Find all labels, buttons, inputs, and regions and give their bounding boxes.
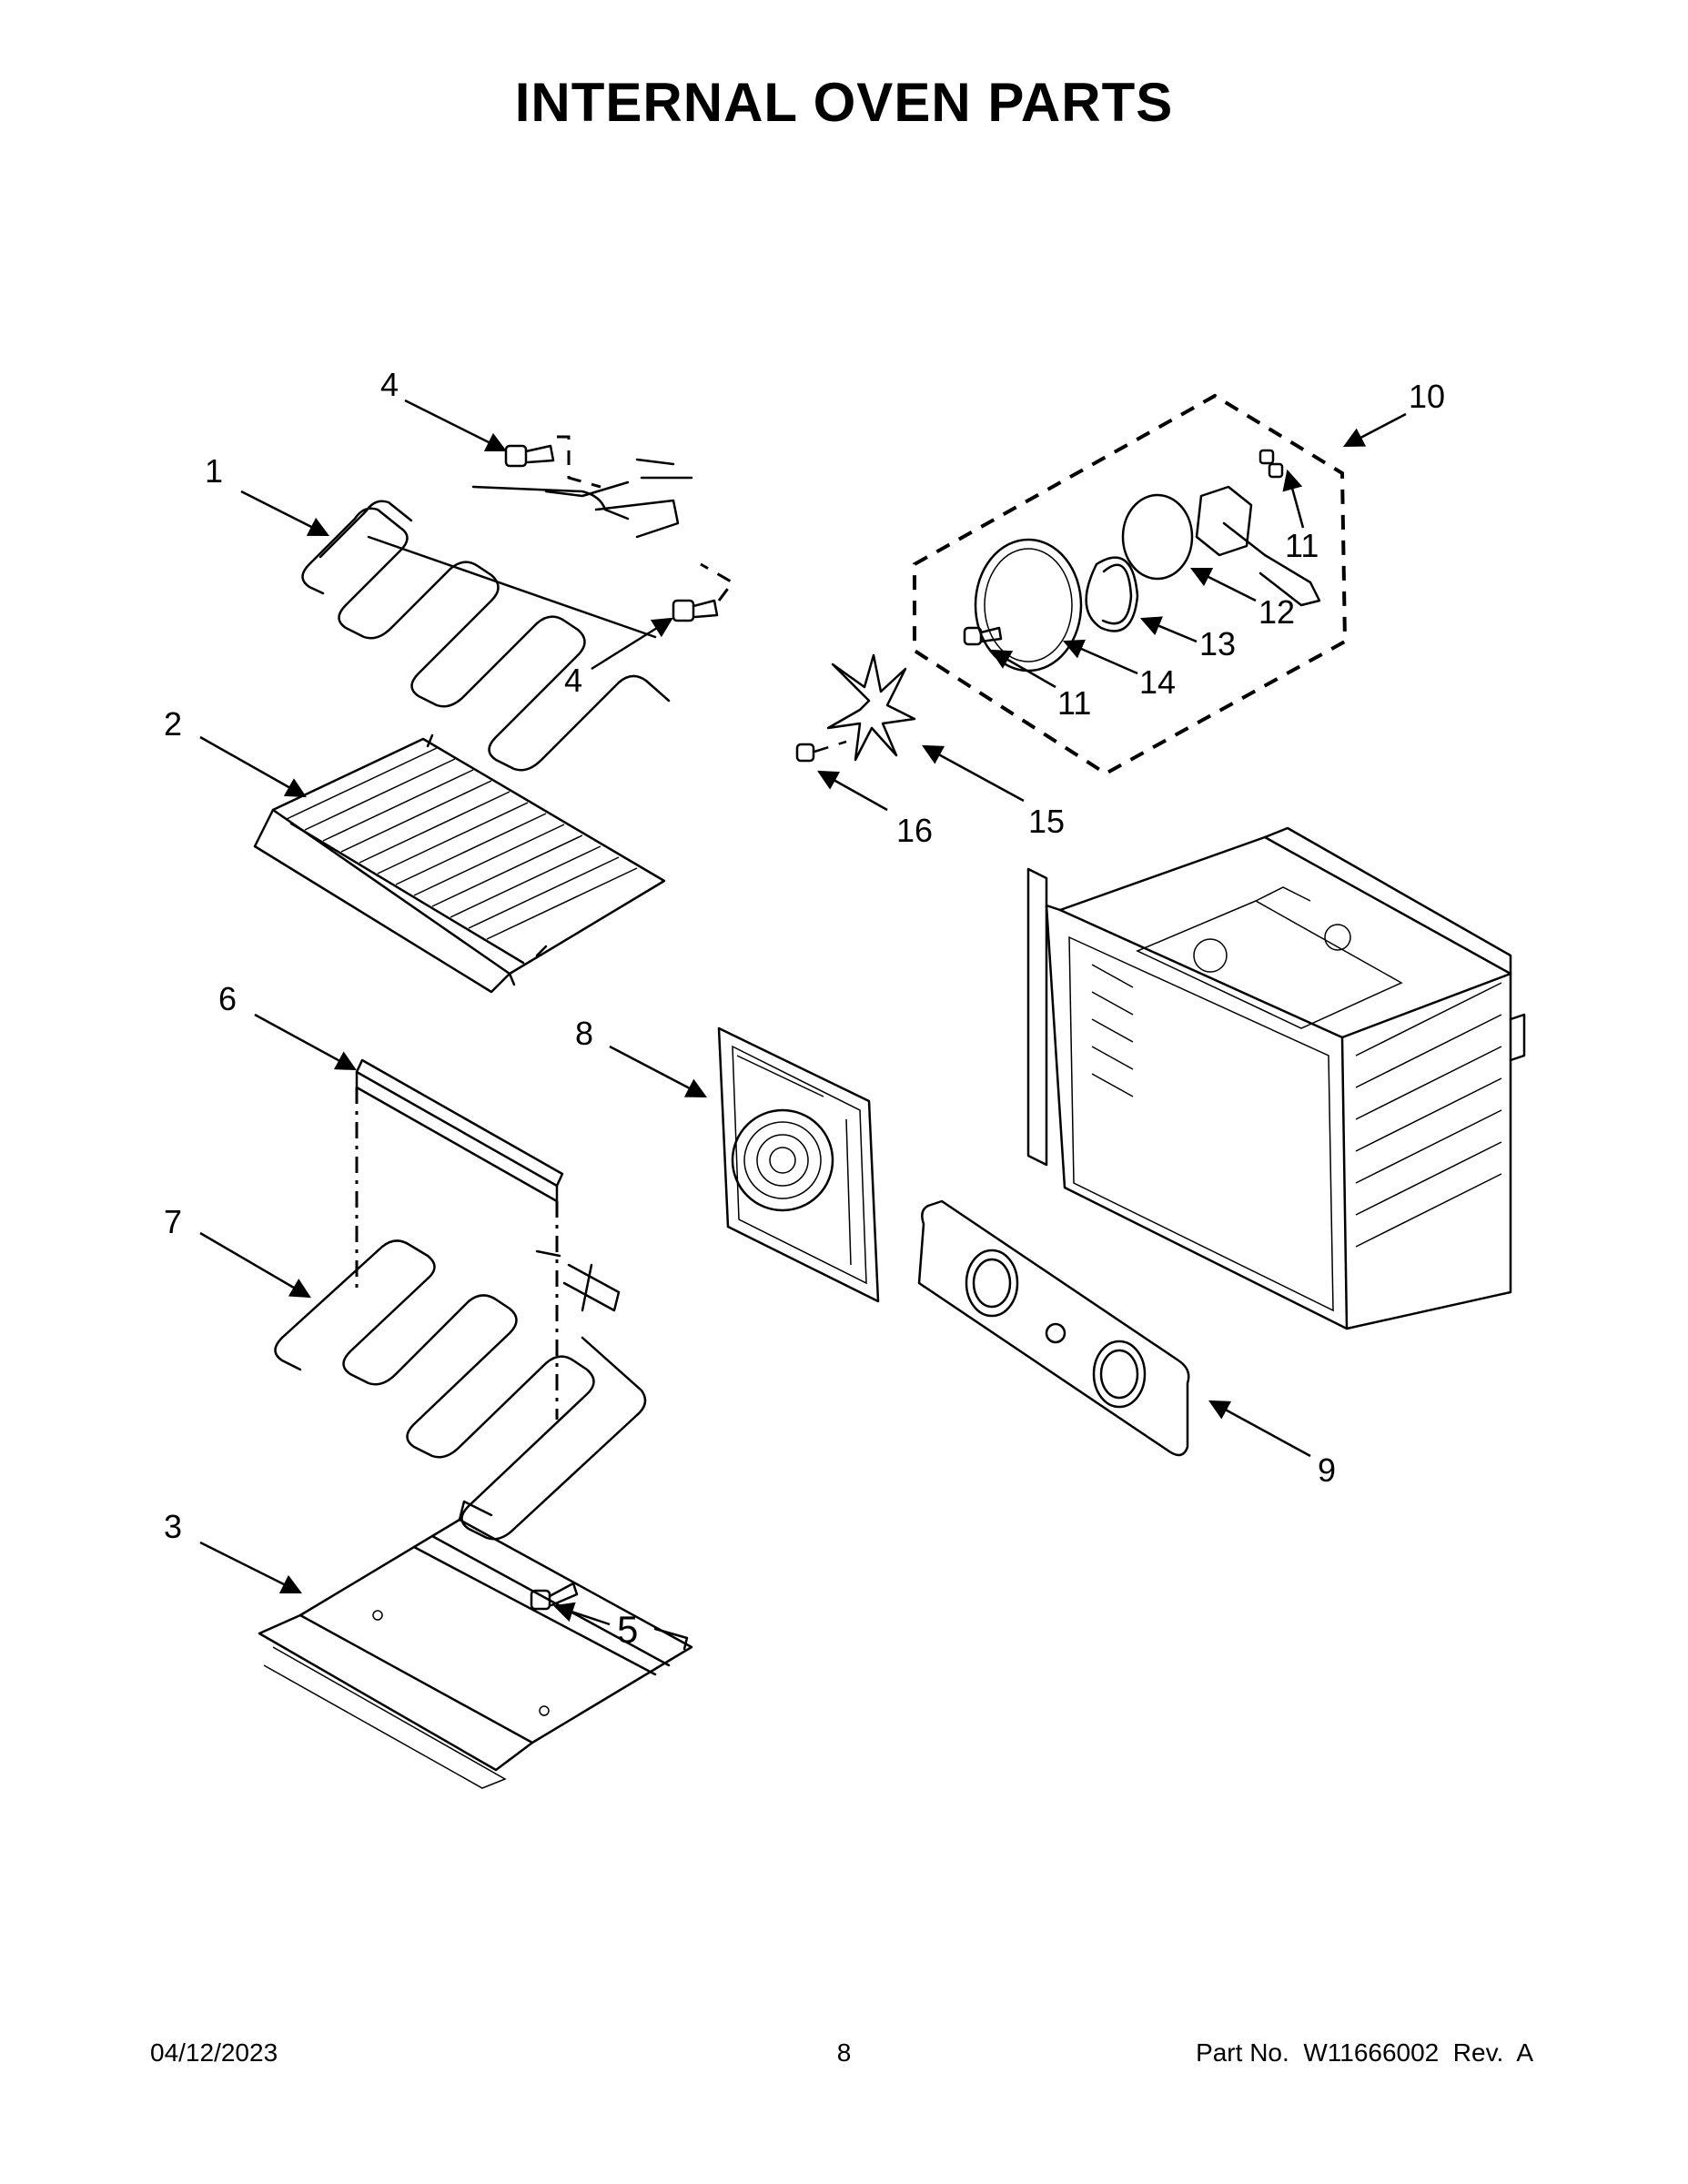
callout-10: 10 bbox=[1409, 378, 1445, 415]
callout-13: 13 bbox=[1199, 625, 1236, 662]
callout-4-lower: 4 bbox=[564, 662, 582, 699]
fan-blade-part-15 bbox=[826, 653, 916, 762]
footer-page-number: 8 bbox=[836, 2038, 852, 2067]
callout-5: 5 bbox=[617, 1608, 638, 1651]
insulator-part-14 bbox=[1085, 556, 1139, 632]
callout-15: 15 bbox=[1028, 803, 1065, 840]
footer-part-number: Part No. W11666002 Rev. A bbox=[1196, 2038, 1533, 2067]
callout-9: 9 bbox=[1318, 1451, 1336, 1489]
callout-4-upper: 4 bbox=[380, 366, 399, 403]
callout-11-lower: 11 bbox=[1057, 684, 1091, 722]
footer-date: 04/12/2023 bbox=[150, 2038, 278, 2067]
callout-6: 6 bbox=[218, 980, 237, 1017]
page-title: INTERNAL OVEN PARTS bbox=[514, 72, 1174, 133]
callout-11-upper: 11 bbox=[1285, 527, 1319, 564]
oven-rack-part-2 bbox=[253, 733, 666, 994]
insulation-panel-part-9 bbox=[917, 1199, 1190, 1457]
nut-part-16 bbox=[795, 740, 847, 763]
screw-part-11-lower bbox=[963, 626, 1003, 646]
oven-cavity bbox=[1026, 826, 1526, 1330]
callout-8: 8 bbox=[575, 1015, 593, 1052]
shield-part-6 bbox=[355, 1058, 564, 1203]
callout-1: 1 bbox=[205, 452, 223, 490]
callout-14: 14 bbox=[1139, 663, 1176, 701]
gasket-part-15 bbox=[974, 538, 1083, 672]
convection-panel-part-8 bbox=[717, 1026, 880, 1303]
plate-part-13 bbox=[1121, 493, 1194, 581]
screw-part-5 bbox=[530, 1582, 579, 1611]
screw-part-4-upper bbox=[504, 435, 601, 489]
callout-2: 2 bbox=[164, 705, 182, 743]
bake-element-part-7 bbox=[274, 1239, 647, 1541]
screw-part-11-upper bbox=[1258, 449, 1275, 465]
callout-12: 12 bbox=[1258, 593, 1295, 631]
fan-motor-part-12 bbox=[1195, 462, 1321, 607]
callout-7: 7 bbox=[164, 1203, 182, 1240]
rack-guides-right bbox=[1355, 982, 1502, 1248]
broil-element-part-1 bbox=[301, 458, 693, 772]
screw-part-4-lower bbox=[672, 562, 735, 622]
callout-16: 16 bbox=[896, 812, 933, 849]
rack-guides-left bbox=[1091, 964, 1134, 1097]
callout-leaders bbox=[199, 399, 1407, 1626]
callout-3: 3 bbox=[164, 1508, 182, 1545]
convection-kit-part-10 bbox=[913, 393, 1348, 776]
